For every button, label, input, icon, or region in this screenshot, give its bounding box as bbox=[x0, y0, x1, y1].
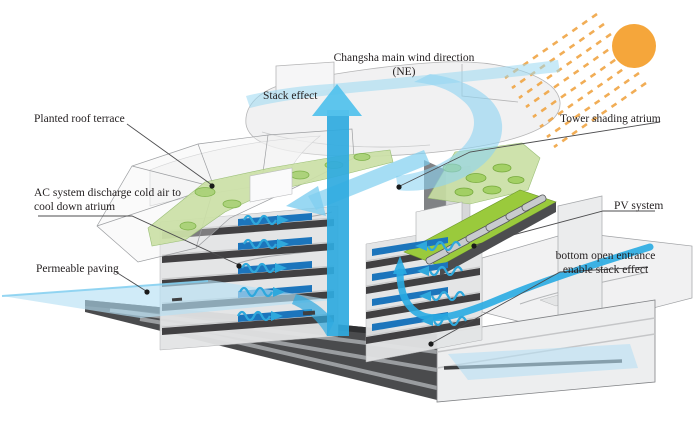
marker-dots bbox=[144, 183, 477, 347]
label-wind-direction: Changsha main wind direction (NE) bbox=[333, 52, 475, 79]
label-planted-roof-terrace: Planted roof terrace bbox=[34, 113, 125, 125]
ground-details bbox=[171, 297, 316, 316]
entrance-airflow bbox=[393, 243, 654, 322]
label-permeable-paving: Permeable paving bbox=[36, 263, 119, 275]
ground-wind-planes bbox=[1, 280, 638, 380]
label-bottom-open-entrance: bottom open entrance enable stack effect bbox=[555, 250, 656, 277]
label-stack-effect: Stack effect bbox=[263, 90, 318, 102]
label-pv-system: PV system bbox=[614, 200, 664, 212]
label-ac-system: AC system discharge cold air to cool dow… bbox=[34, 187, 182, 214]
sun-icon bbox=[612, 24, 656, 68]
arrow-up-icon bbox=[292, 84, 362, 336]
leader-lines bbox=[38, 121, 661, 344]
label-tower-shading-atrium: Tower shading atrium bbox=[560, 113, 661, 125]
